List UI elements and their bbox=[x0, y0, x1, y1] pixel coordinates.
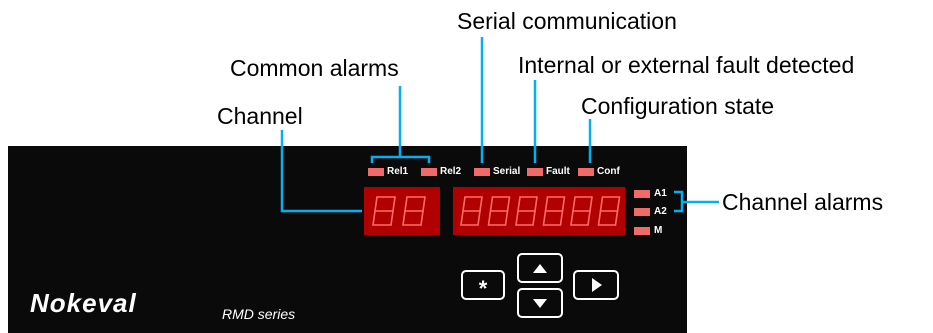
fault-led bbox=[527, 168, 543, 176]
up-key[interactable] bbox=[517, 253, 563, 283]
rel2-led bbox=[421, 168, 437, 176]
digit-segment bbox=[504, 210, 509, 226]
digit-segment bbox=[404, 196, 408, 212]
digit-segment bbox=[587, 210, 591, 226]
digit-segment bbox=[460, 210, 464, 226]
digit-segment bbox=[515, 210, 519, 226]
digit-segment bbox=[517, 196, 521, 212]
right-arrow-icon bbox=[592, 278, 602, 292]
serial-led bbox=[474, 168, 490, 176]
digit-segment bbox=[599, 196, 604, 212]
channel-alarms-callout: Channel alarms bbox=[722, 189, 884, 215]
down-arrow-icon bbox=[533, 299, 547, 308]
common-alarms-callout: Common alarms bbox=[230, 55, 399, 81]
digit-segment bbox=[544, 196, 549, 212]
seven-segment-digit bbox=[542, 196, 566, 226]
seven-segment-digit bbox=[570, 196, 593, 226]
digit-segment bbox=[390, 210, 394, 226]
conf-led bbox=[578, 168, 594, 176]
digit-segment bbox=[614, 210, 619, 226]
configuration-state-callout: Configuration state bbox=[581, 93, 775, 119]
digit-segment bbox=[462, 196, 466, 212]
seven-segment-digit bbox=[460, 196, 483, 226]
digit-segment bbox=[572, 196, 576, 212]
seven-segment-digit bbox=[515, 196, 538, 226]
digit-segment bbox=[561, 196, 566, 212]
channel-callout: Channel bbox=[217, 103, 303, 129]
digit-segment bbox=[542, 210, 547, 226]
digit-segment bbox=[597, 210, 602, 226]
digit-segment bbox=[374, 196, 378, 212]
digit-segment bbox=[616, 196, 621, 212]
digit-segment bbox=[534, 196, 538, 212]
m-led bbox=[634, 227, 650, 235]
star-key-label: * bbox=[478, 276, 488, 301]
digit-segment bbox=[420, 210, 424, 226]
digit-segment bbox=[570, 210, 574, 226]
series-label: RMD series bbox=[222, 306, 296, 322]
digit-segment bbox=[506, 196, 511, 212]
rel1-led bbox=[368, 168, 384, 176]
up-arrow-icon bbox=[533, 264, 547, 273]
m-label: M bbox=[654, 225, 663, 236]
channel-display-segments bbox=[372, 196, 426, 226]
digit-segment bbox=[487, 210, 492, 226]
conf-label: Conf bbox=[597, 166, 620, 177]
serial-label: Serial bbox=[493, 166, 521, 177]
digit-segment bbox=[532, 210, 536, 226]
digit-segment bbox=[479, 196, 483, 212]
digit-segment bbox=[392, 196, 396, 212]
digit-segment bbox=[402, 210, 406, 226]
fault-label: Fault bbox=[546, 166, 570, 177]
a1-label: A1 bbox=[654, 188, 667, 199]
digit-segment bbox=[372, 210, 376, 226]
down-key[interactable] bbox=[517, 288, 563, 318]
star-key[interactable]: * bbox=[461, 270, 505, 300]
a1-led bbox=[634, 190, 650, 198]
brand-logo: Nokeval bbox=[30, 288, 137, 318]
seven-segment-digit bbox=[372, 196, 396, 226]
seven-segment-digit bbox=[402, 196, 426, 226]
channel-display bbox=[364, 187, 440, 235]
seven-segment-digit bbox=[597, 196, 621, 226]
digit-segment bbox=[477, 210, 481, 226]
serial-communication-callout: Serial communication bbox=[457, 8, 677, 34]
rel2-label: Rel2 bbox=[440, 166, 462, 177]
fault-detected-callout: Internal or external fault detected bbox=[518, 52, 855, 78]
right-key[interactable] bbox=[573, 270, 619, 300]
a2-label: A2 bbox=[654, 206, 667, 217]
digit-segment bbox=[489, 196, 494, 212]
digit-segment bbox=[422, 196, 426, 212]
digit-segment bbox=[559, 210, 564, 226]
seven-segment-digit bbox=[487, 196, 511, 226]
rel1-label: Rel1 bbox=[387, 166, 409, 177]
value-display-segments bbox=[460, 196, 621, 226]
value-display bbox=[453, 187, 625, 235]
digit-segment bbox=[589, 196, 593, 212]
a2-led bbox=[634, 208, 650, 216]
